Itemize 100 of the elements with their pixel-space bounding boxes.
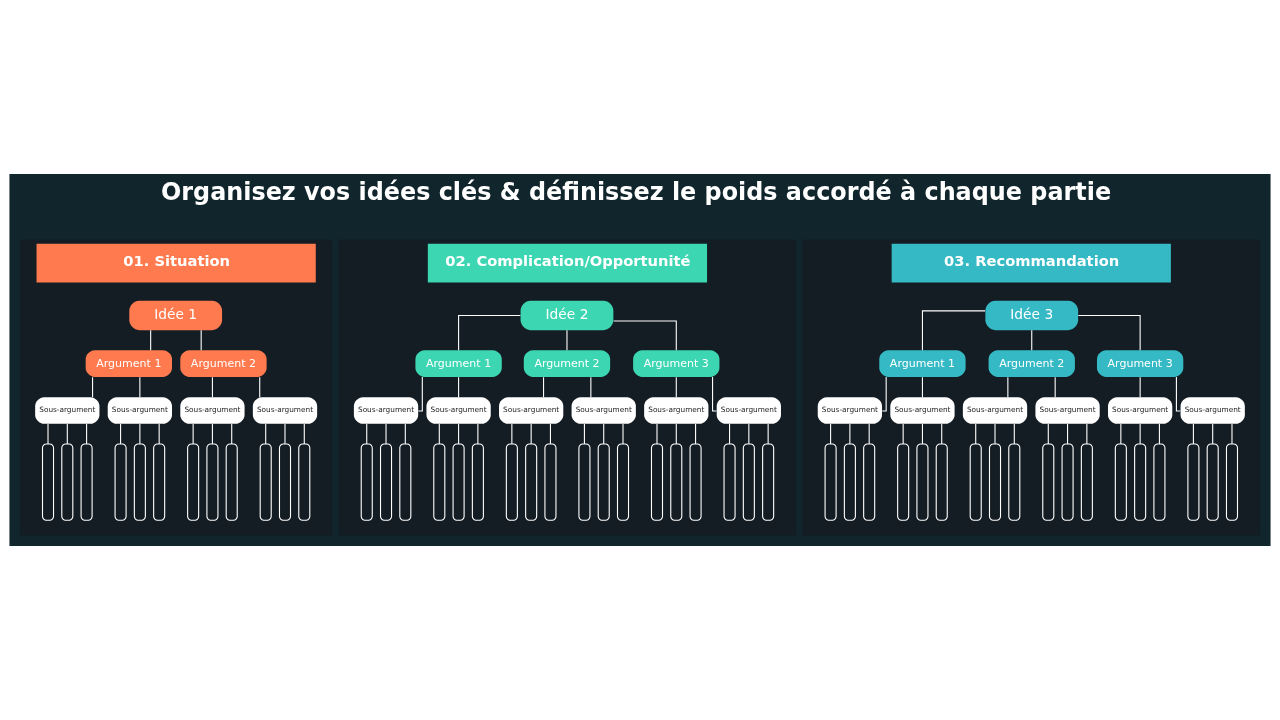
node-box: Sous-argument xyxy=(252,397,318,424)
node-bar xyxy=(452,443,465,521)
node-bar xyxy=(61,443,74,521)
node-bar xyxy=(259,443,272,521)
node-box: Argument 2 xyxy=(180,350,267,377)
node-bar xyxy=(133,443,146,521)
connector xyxy=(1047,423,1049,445)
node-box: Sous-argument xyxy=(180,397,245,424)
connector xyxy=(613,320,677,351)
node-box: Argument 2 xyxy=(523,350,611,377)
node-bar xyxy=(544,443,557,521)
node-bar xyxy=(298,443,311,521)
connector xyxy=(1139,423,1141,445)
node-box: Sous-argument xyxy=(1108,397,1173,424)
node-box: Argument 1 xyxy=(85,350,172,377)
node-box: Sous-argument xyxy=(353,397,419,424)
connector xyxy=(404,423,406,445)
connector xyxy=(477,423,479,445)
connector xyxy=(366,423,368,445)
node-box: Argument 1 xyxy=(415,350,502,377)
connector xyxy=(656,423,658,445)
connector xyxy=(150,329,152,351)
connector xyxy=(231,423,233,445)
connector xyxy=(868,423,870,445)
connector xyxy=(211,423,213,445)
connector xyxy=(1212,423,1214,445)
node-bar xyxy=(843,443,856,521)
connector xyxy=(921,310,986,351)
connector xyxy=(748,423,750,445)
connector xyxy=(902,423,904,445)
connector xyxy=(622,423,624,445)
connector xyxy=(530,423,532,445)
connector xyxy=(158,423,160,445)
node-bar xyxy=(360,443,373,521)
connector xyxy=(975,423,977,445)
node-bar xyxy=(433,443,446,521)
node-bar xyxy=(916,443,929,521)
node-bar xyxy=(1061,443,1074,521)
connector xyxy=(200,329,202,351)
connector xyxy=(1067,423,1069,445)
connector xyxy=(921,376,923,398)
node-box: Argument 2 xyxy=(988,350,1075,377)
node-bar xyxy=(41,443,55,521)
connector xyxy=(941,423,943,445)
node-bar xyxy=(723,443,736,521)
connector xyxy=(1231,423,1233,445)
node-box: Sous-argument xyxy=(35,397,100,424)
connector xyxy=(47,423,49,445)
node-box: Sous-argument xyxy=(571,397,636,424)
node-bar xyxy=(824,443,837,521)
connector xyxy=(767,423,769,445)
connector xyxy=(259,376,261,398)
node-box: Sous-argument xyxy=(716,397,781,424)
node-bar xyxy=(597,443,610,521)
node-bar xyxy=(206,443,219,521)
node-bar xyxy=(278,443,292,521)
connector xyxy=(438,423,440,445)
node-bar xyxy=(935,443,948,521)
node-bar xyxy=(689,443,702,521)
node-bar xyxy=(1153,443,1166,521)
node-bar xyxy=(1114,443,1127,521)
node-box: Sous-argument xyxy=(426,397,491,424)
connector xyxy=(1192,423,1194,445)
node-bar xyxy=(969,443,982,521)
node-bar xyxy=(114,443,127,521)
connector xyxy=(1120,423,1122,445)
connector xyxy=(120,423,122,445)
connector xyxy=(675,376,677,398)
connector xyxy=(729,423,731,445)
diagram-title: Organisez vos idées clés & définissez le poids accordé à chaque partie xyxy=(160,177,1112,206)
node-bar xyxy=(1008,443,1021,521)
node-bar xyxy=(379,443,393,521)
connector xyxy=(458,376,460,398)
node-bar xyxy=(578,443,591,521)
connector xyxy=(543,376,545,398)
node-bar xyxy=(80,443,93,521)
connector xyxy=(284,423,286,445)
connector xyxy=(994,423,996,445)
connector xyxy=(583,423,585,445)
connector xyxy=(1139,376,1141,398)
node-bar xyxy=(505,443,518,521)
connector xyxy=(849,423,851,445)
node-box: Sous-argument xyxy=(1035,397,1100,424)
node-box: Sous-argument xyxy=(817,397,883,424)
connector xyxy=(139,376,141,398)
node-box: Idée 1 xyxy=(129,300,223,331)
node-bar xyxy=(1042,443,1055,521)
node-bar xyxy=(399,443,412,521)
connector xyxy=(1007,376,1009,398)
node-bar xyxy=(897,443,910,521)
connector xyxy=(86,423,88,445)
node-bar xyxy=(863,443,876,521)
connector xyxy=(1077,314,1141,351)
node-bar xyxy=(225,443,238,521)
connector xyxy=(66,423,68,445)
node-bar xyxy=(670,443,683,521)
node-box: Argument 3 xyxy=(1096,350,1184,377)
node-bar xyxy=(1206,443,1219,521)
connector xyxy=(921,423,923,445)
connector xyxy=(303,423,305,445)
